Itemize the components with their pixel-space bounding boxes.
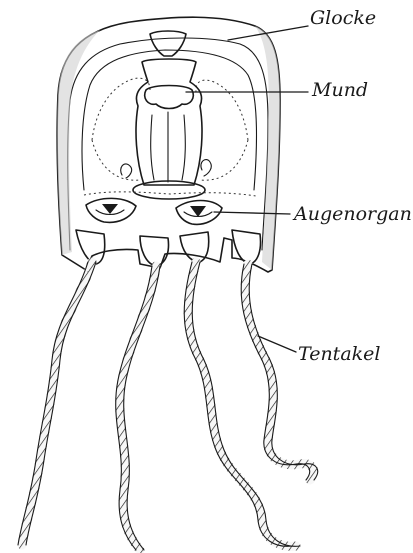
tentacles bbox=[18, 262, 318, 550]
bell bbox=[57, 17, 280, 272]
tentacle-1 bbox=[22, 262, 92, 545]
label-augenorgan: Augenorgan bbox=[292, 203, 412, 225]
tentacle-2 bbox=[120, 266, 156, 550]
pedalia bbox=[76, 230, 261, 266]
manubrium bbox=[133, 59, 205, 199]
label-tentakel: Tentakel bbox=[298, 343, 380, 365]
tentacle-4 bbox=[245, 264, 313, 480]
label-mund: Mund bbox=[311, 79, 368, 101]
label-glocke: Glocke bbox=[310, 7, 376, 29]
augenorgan-leader bbox=[214, 212, 290, 214]
eye-organs bbox=[84, 160, 256, 225]
